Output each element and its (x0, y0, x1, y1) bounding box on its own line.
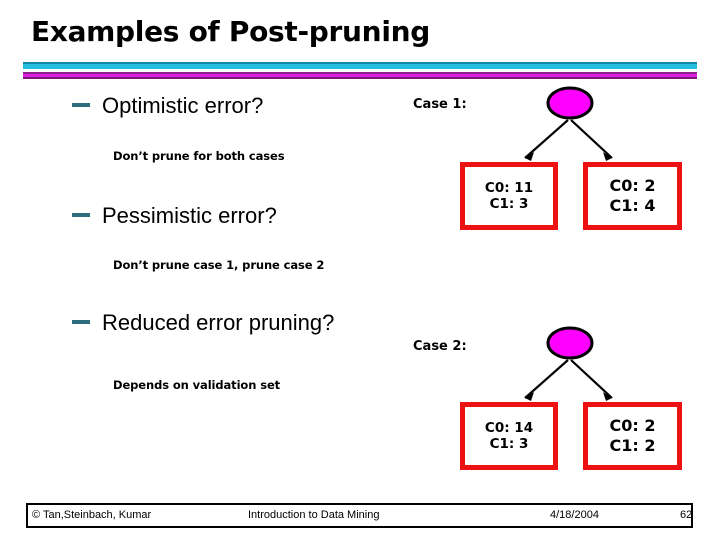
divider-magenta-bottom (23, 77, 697, 79)
leaf-count-c0: C0: 2 (609, 416, 656, 436)
dash-bullet-icon (72, 103, 90, 107)
leaf-node-case-1-right: C0: 2 C1: 4 (583, 162, 682, 230)
bullet-note-optimistic-error: Don’t prune for both cases (113, 149, 285, 163)
leaf-count-c0: C0: 2 (609, 176, 656, 196)
decision-tree-case-1: C0: 11 C1: 3 C0: 2 C1: 4 (430, 86, 700, 238)
dash-bullet-icon (72, 320, 90, 324)
leaf-count-c1: C1: 4 (609, 196, 656, 215)
bullet-item-optimistic-error: Optimistic error? (72, 93, 263, 119)
leaf-count-c0: C0: 14 (484, 419, 534, 436)
tree-root-node-case-2 (546, 326, 594, 360)
case-2-label: Case 2: (413, 339, 467, 354)
footer-book-title: Introduction to Data Mining (248, 509, 380, 521)
leaf-node-case-1-left: C0: 11 C1: 3 (460, 162, 558, 230)
decision-tree-case-2: C0: 14 C1: 3 C0: 2 C1: 2 (430, 326, 700, 478)
bullet-item-pessimistic-error: Pessimistic error? (72, 203, 277, 229)
leaf-count-c0: C0: 11 (484, 179, 534, 196)
leaf-count-c1: C1: 3 (489, 436, 529, 452)
tree-root-node-case-1 (546, 86, 594, 120)
divider-cyan-body (23, 64, 697, 69)
dash-bullet-icon (72, 213, 90, 217)
page-title: Examples of Post-pruning (31, 15, 430, 48)
bullet-note-pessimistic-error: Don’t prune case 1, prune case 2 (113, 258, 325, 272)
bullet-label: Reduced error pruning? (102, 310, 335, 335)
tree-edges-case-2 (524, 326, 613, 401)
divider-gap (23, 69, 697, 72)
slide-footer: © Tan,Steinbach, Kumar Introduction to D… (26, 503, 693, 528)
leaf-count-c1: C1: 3 (489, 196, 529, 212)
divider-magenta-top (23, 72, 697, 74)
bullet-label: Pessimistic error? (102, 203, 277, 228)
tree-edges-case-1 (524, 86, 613, 161)
case-1-label: Case 1: (413, 97, 467, 112)
leaf-node-case-2-left: C0: 14 C1: 3 (460, 402, 558, 470)
leaf-node-case-2-right: C0: 2 C1: 2 (583, 402, 682, 470)
bullet-item-reduced-error-pruning: Reduced error pruning? (72, 310, 334, 336)
footer-page-number: 62 (680, 509, 693, 521)
title-divider (23, 62, 697, 79)
footer-date: 4/18/2004 (550, 509, 599, 521)
bullet-note-reduced-error-pruning: Depends on validation set (113, 378, 281, 392)
footer-copyright: © Tan,Steinbach, Kumar (32, 509, 152, 521)
bullet-label: Optimistic error? (102, 93, 264, 118)
leaf-count-c1: C1: 2 (609, 436, 656, 455)
divider-magenta-body (23, 74, 697, 77)
divider-cyan-top (23, 62, 697, 64)
